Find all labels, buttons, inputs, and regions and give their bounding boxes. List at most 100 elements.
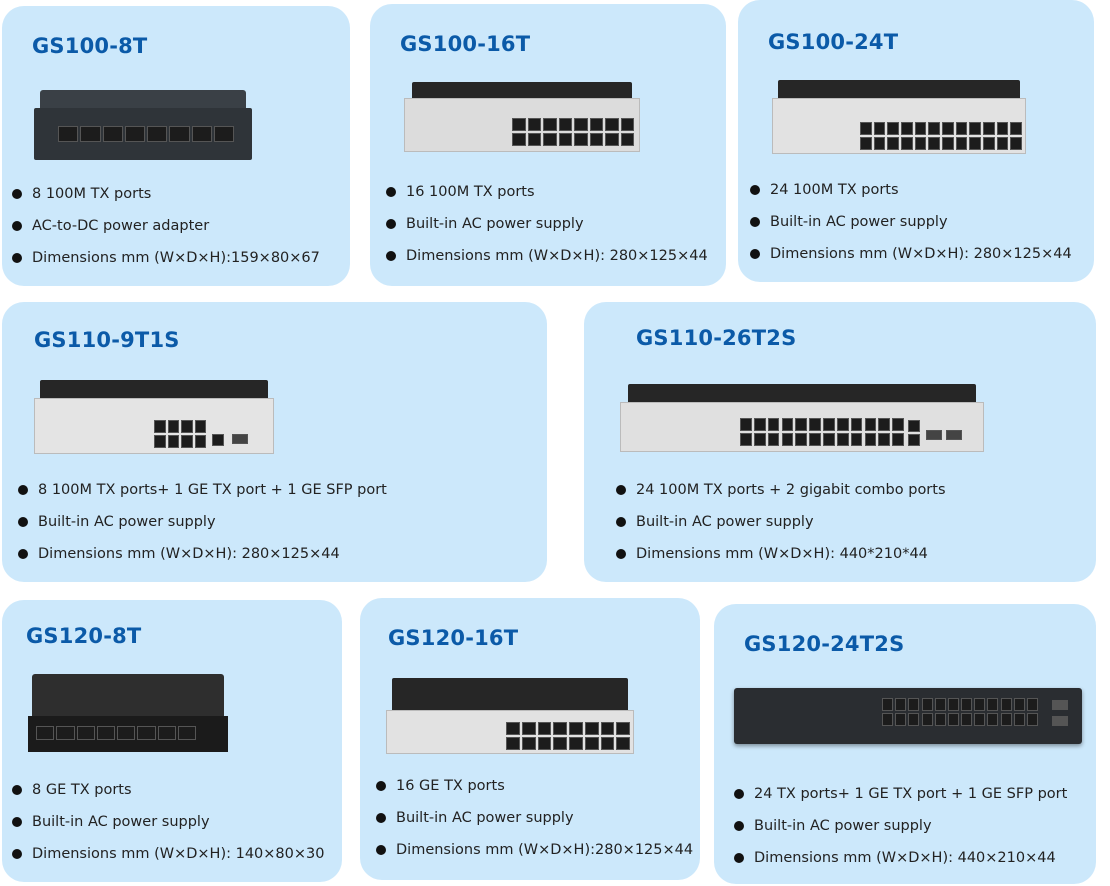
product-title: GS120-16T: [388, 626, 519, 650]
feature-item: Dimensions mm (W×D×H): 440×210×44: [734, 842, 1067, 874]
ethernet-port-icon: [878, 418, 891, 431]
ethernet-port-icon: [969, 122, 981, 135]
ethernet-port-icon: [117, 726, 136, 740]
ethernet-port-icon: [914, 122, 927, 135]
ethernet-port-icon: [892, 433, 904, 446]
ethernet-port-icon: [527, 118, 541, 131]
ethernet-port-icon: [795, 418, 808, 431]
ethernet-port-icon: [860, 122, 872, 135]
ethernet-port-icon: [908, 698, 920, 711]
ethernet-port-icon: [974, 698, 986, 711]
ethernet-port-icon: [740, 418, 752, 431]
ethernet-port-icon: [983, 122, 995, 135]
ethernet-port-icon: [521, 722, 536, 735]
ethernet-port-icon: [921, 698, 933, 711]
ethernet-port-icon: [887, 137, 899, 150]
ethernet-port-icon: [892, 418, 904, 431]
ethernet-port-icon: [558, 133, 572, 146]
ethernet-port-icon: [809, 433, 821, 446]
feature-list: 8 100M TX ports+ 1 GE TX port + 1 GE SFP…: [18, 474, 387, 570]
ethernet-port-icon: [605, 118, 619, 131]
product-title: GS120-24T2S: [744, 632, 905, 656]
ethernet-port-icon: [154, 420, 166, 433]
ethernet-port-icon: [191, 126, 212, 142]
ethernet-port-icon: [928, 137, 940, 150]
ethernet-port-icon: [506, 737, 520, 750]
ethernet-port-icon: [36, 726, 55, 740]
feature-item: Dimensions mm (W×D×H):280×125×44: [376, 834, 693, 866]
feature-list: 16 100M TX ports Built-in AC power suppl…: [386, 176, 708, 272]
ethernet-port-icon: [213, 126, 234, 142]
ethernet-port-icon: [809, 418, 821, 431]
ethernet-port-icon: [901, 137, 913, 150]
ethernet-port-icon: [740, 433, 752, 446]
switch-image: [34, 90, 252, 162]
feature-list: 16 GE TX ports Built-in AC power supply …: [376, 770, 693, 866]
ethernet-port-icon: [781, 418, 794, 431]
feature-list: 24 100M TX ports + 2 gigabit combo ports…: [616, 474, 946, 570]
ethernet-port-icon: [553, 722, 567, 735]
ethernet-port-icon: [600, 737, 615, 750]
ethernet-port-icon: [934, 698, 946, 711]
product-title: GS120-8T: [26, 624, 142, 648]
ethernet-port-icon: [1026, 698, 1038, 711]
feature-list: 24 100M TX ports Built-in AC power suppl…: [750, 174, 1072, 270]
feature-item: Dimensions mm (W×D×H): 280×125×44: [750, 238, 1072, 270]
ethernet-port-icon: [914, 137, 927, 150]
switch-image: [34, 380, 274, 456]
ethernet-port-icon: [860, 137, 872, 150]
ethernet-port-icon: [947, 698, 959, 711]
product-title: GS100-16T: [400, 32, 531, 56]
ethernet-port-icon: [955, 137, 968, 150]
ethernet-port-icon: [124, 126, 145, 142]
ethernet-port-icon: [887, 122, 899, 135]
product-title: GS110-9T1S: [34, 328, 180, 352]
feature-item: Dimensions mm (W×D×H): 280×125×44: [18, 538, 387, 570]
ethernet-port-icon: [753, 418, 766, 431]
ethernet-port-icon: [961, 698, 973, 711]
ethernet-port-icon: [181, 420, 193, 433]
ethernet-port-icon: [781, 433, 794, 446]
ethernet-port-icon: [543, 118, 557, 131]
ethernet-port-icon: [80, 126, 101, 142]
ethernet-port-icon: [553, 737, 567, 750]
ethernet-port-icon: [506, 722, 520, 735]
product-card-gs110-26t2s: GS110-26T2S 24 100M TX ports + 2 gigabit…: [584, 302, 1096, 582]
feature-item: 24 100M TX ports: [750, 174, 1072, 206]
ethernet-port-icon: [961, 713, 973, 726]
ethernet-port-icon: [512, 118, 526, 131]
ethernet-port-icon: [589, 133, 603, 146]
ethernet-port-icon: [1026, 713, 1038, 726]
ethernet-port-icon: [873, 137, 886, 150]
ethernet-port-icon: [928, 122, 940, 135]
ethernet-port-icon: [987, 713, 999, 726]
ethernet-port-icon: [574, 118, 588, 131]
ethernet-port-icon: [873, 122, 886, 135]
ethernet-port-icon: [154, 435, 166, 448]
ethernet-port-icon: [850, 418, 863, 431]
ethernet-port-icon: [543, 133, 557, 146]
feature-item: Dimensions mm (W×D×H): 280×125×44: [386, 240, 708, 272]
ethernet-port-icon: [1013, 698, 1025, 711]
ethernet-port-icon: [194, 420, 206, 433]
ethernet-port-icon: [1010, 122, 1022, 135]
feature-list: 8 GE TX ports Built-in AC power supply D…: [12, 774, 325, 870]
feature-list: 24 TX ports+ 1 GE TX port + 1 GE SFP por…: [734, 778, 1067, 874]
feature-item: Built-in AC power supply: [12, 806, 325, 838]
feature-item: Built-in AC power supply: [18, 506, 387, 538]
ethernet-port-icon: [836, 433, 849, 446]
ethernet-port-icon: [167, 420, 179, 433]
ethernet-port-icon: [987, 698, 999, 711]
ethernet-port-icon: [795, 433, 808, 446]
ethernet-port-icon: [56, 726, 75, 740]
feature-item: 8 100M TX ports: [12, 178, 320, 210]
ethernet-port-icon: [850, 433, 863, 446]
ethernet-port-icon: [574, 133, 588, 146]
ethernet-port-icon: [600, 722, 615, 735]
ethernet-port-icon: [823, 418, 835, 431]
switch-image: [620, 384, 984, 454]
ethernet-port-icon: [616, 722, 630, 735]
ethernet-port-icon: [616, 737, 630, 750]
product-title: GS110-26T2S: [636, 326, 797, 350]
ethernet-port-icon: [823, 433, 835, 446]
